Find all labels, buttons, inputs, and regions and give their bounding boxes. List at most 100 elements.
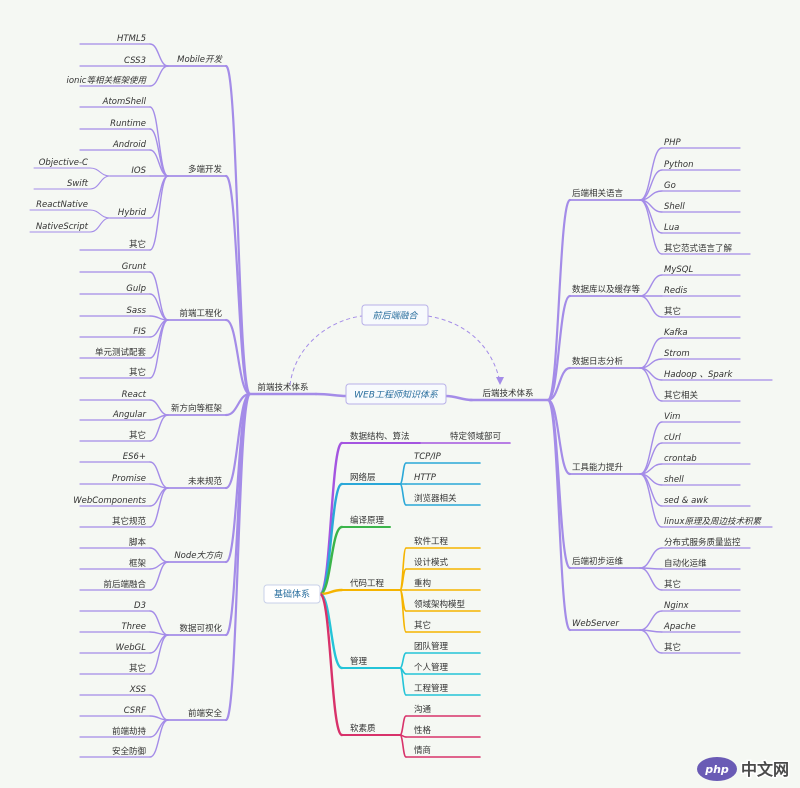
left-sub-1-3-1[interactable]: Swift — [67, 179, 89, 189]
left-group-0[interactable]: Mobile开发 — [177, 54, 223, 65]
right-leaf-1-0[interactable]: MySQL — [664, 265, 693, 275]
left-leaf-2-2[interactable]: Sass — [127, 306, 147, 316]
right-leaf-2-3[interactable]: 其它相关 — [664, 390, 699, 401]
left-leaf-5-2[interactable]: 前后端融合 — [103, 579, 146, 590]
foundation-leaf-3-2[interactable]: 重构 — [414, 578, 431, 589]
left-leaf-2-4[interactable]: 单元测试配套 — [95, 347, 147, 358]
foundation-group-0[interactable]: 数据结构、算法 — [350, 431, 410, 442]
left-leaf-7-0[interactable]: XSS — [129, 685, 147, 695]
foundation-leaf-3-3[interactable]: 领域架构模型 — [414, 599, 466, 610]
foundation-leaf-3-1[interactable]: 设计模式 — [414, 557, 449, 568]
foundation-leaf-5-0[interactable]: 沟通 — [414, 704, 432, 715]
right-leaf-4-2[interactable]: 其它 — [664, 579, 681, 590]
right-leaf-2-1[interactable]: Strom — [664, 349, 690, 359]
left-sub-1-3-0[interactable]: Objective-C — [39, 158, 88, 168]
left-group-7[interactable]: 前端安全 — [188, 708, 223, 719]
right-leaf-0-0[interactable]: PHP — [664, 138, 682, 148]
right-leaf-1-1[interactable]: Redis — [664, 286, 688, 296]
left-leaf-2-0[interactable]: Grunt — [122, 262, 147, 272]
left-leaf-1-1[interactable]: Runtime — [110, 119, 146, 129]
left-leaf-7-2[interactable]: 前端劫持 — [112, 726, 147, 737]
foundation-group-1[interactable]: 网络层 — [350, 472, 376, 483]
left-leaf-2-1[interactable]: Gulp — [126, 284, 146, 294]
left-leaf-6-2[interactable]: WebGL — [116, 643, 147, 653]
right-group-1[interactable]: 数据库以及缓存等 — [572, 284, 641, 295]
left-leaf-3-0[interactable]: React — [122, 390, 147, 400]
left-leaf-5-1[interactable]: 框架 — [129, 558, 147, 569]
right-leaf-3-4[interactable]: sed & awk — [664, 496, 709, 506]
foundation-leaf-4-0[interactable]: 团队管理 — [414, 641, 449, 652]
central-topic-box[interactable] — [345, 383, 447, 405]
left-leaf-7-1[interactable]: CSRF — [124, 706, 146, 716]
fusion-box[interactable] — [361, 304, 429, 326]
left-group-3[interactable]: 新方向等框架 — [171, 403, 223, 414]
left-root-label[interactable]: 前端技术体系 — [257, 382, 308, 393]
left-leaf-7-3[interactable]: 安全防御 — [112, 746, 146, 757]
foundation-leaf-5-2[interactable]: 情商 — [414, 745, 431, 756]
left-leaf-6-1[interactable]: Three — [121, 622, 146, 632]
foundation-group-5[interactable]: 软素质 — [350, 723, 376, 734]
left-leaf-3-2[interactable]: 其它 — [129, 430, 146, 441]
right-group-2[interactable]: 数据日志分析 — [572, 356, 624, 367]
left-leaf-1-2[interactable]: Android — [112, 140, 147, 150]
left-leaf-1-0[interactable]: AtomShell — [102, 97, 147, 107]
foundation-leaf-3-4[interactable]: 其它 — [414, 620, 431, 631]
left-group-1[interactable]: 多端开发 — [188, 164, 223, 175]
right-leaf-5-0[interactable]: Nginx — [664, 601, 690, 611]
left-leaf-0-0[interactable]: HTML5 — [117, 34, 146, 44]
left-leaf-4-2[interactable]: WebComponents — [73, 496, 146, 506]
foundation-box[interactable] — [263, 584, 321, 604]
right-leaf-5-1[interactable]: Apache — [663, 622, 696, 632]
foundation-leaf-5-1[interactable]: 性格 — [414, 725, 432, 736]
right-leaf-3-5[interactable]: linux原理及周边技术积累 — [664, 516, 763, 527]
right-leaf-3-1[interactable]: cUrl — [664, 433, 681, 443]
foundation-leaf-4-2[interactable]: 工程管理 — [414, 683, 449, 694]
right-leaf-3-0[interactable]: Vim — [664, 412, 680, 422]
foundation-group-4[interactable]: 管理 — [350, 656, 368, 667]
left-leaf-2-5[interactable]: 其它 — [129, 367, 146, 378]
right-leaf-2-2[interactable]: Hadoop 、Spark — [664, 370, 733, 380]
right-group-4[interactable]: 后端初步运维 — [572, 556, 624, 567]
right-group-5[interactable]: WebServer — [572, 619, 619, 629]
foundation-leaf-1-2[interactable]: 浏览器相关 — [414, 493, 457, 504]
foundation-leaf-1-0[interactable]: TCP/IP — [414, 452, 442, 462]
left-leaf-5-0[interactable]: 脚本 — [129, 537, 147, 548]
foundation-leaf-1-1[interactable]: HTTP — [414, 473, 437, 483]
left-leaf-0-1[interactable]: CSS3 — [124, 56, 146, 66]
right-leaf-4-1[interactable]: 自动化运维 — [664, 558, 707, 569]
right-leaf-4-0[interactable]: 分布式服务质量监控 — [664, 537, 741, 548]
foundation-leaf-4-1[interactable]: 个人管理 — [414, 662, 449, 673]
right-group-0[interactable]: 后端相关语言 — [572, 188, 624, 199]
left-leaf-4-1[interactable]: Promise — [112, 474, 146, 484]
left-group-6[interactable]: 数据可视化 — [179, 623, 222, 634]
right-leaf-5-2[interactable]: 其它 — [664, 642, 681, 653]
right-leaf-3-2[interactable]: crontab — [664, 454, 697, 464]
right-leaf-0-1[interactable]: Python — [664, 160, 693, 170]
right-group-3[interactable]: 工具能力提升 — [572, 462, 624, 473]
right-leaf-3-3[interactable]: shell — [664, 475, 684, 485]
right-leaf-1-2[interactable]: 其它 — [664, 306, 681, 317]
left-sub-1-4-1[interactable]: NativeScript — [36, 222, 89, 232]
right-leaf-0-4[interactable]: Lua — [664, 223, 679, 233]
left-leaf-1-4[interactable]: Hybrid — [118, 208, 147, 218]
left-group-4[interactable]: 未来规范 — [188, 476, 223, 487]
left-leaf-3-1[interactable]: Angular — [112, 410, 147, 420]
foundation-leaf-3-0[interactable]: 软件工程 — [414, 536, 449, 547]
right-leaf-2-0[interactable]: Kafka — [664, 328, 688, 338]
left-group-5[interactable]: Node大方向 — [174, 550, 223, 561]
left-leaf-1-5[interactable]: 其它 — [129, 239, 146, 250]
right-leaf-0-3[interactable]: Shell — [664, 202, 685, 212]
foundation-leaf-0-0[interactable]: 特定领域部可 — [450, 431, 502, 442]
foundation-group-3[interactable]: 代码工程 — [350, 578, 385, 589]
left-group-2[interactable]: 前端工程化 — [179, 308, 222, 319]
left-leaf-4-3[interactable]: 其它规范 — [112, 516, 147, 527]
foundation-group-2[interactable]: 编译原理 — [350, 515, 385, 526]
left-leaf-6-3[interactable]: 其它 — [129, 663, 146, 674]
left-leaf-0-2[interactable]: ionic等相关框架使用 — [67, 75, 148, 86]
right-leaf-0-2[interactable]: Go — [664, 181, 676, 191]
left-sub-1-4-0[interactable]: ReactNative — [36, 200, 88, 210]
right-leaf-0-5[interactable]: 其它范式语言了解 — [664, 243, 733, 254]
right-root-label[interactable]: 后端技术体系 — [482, 388, 533, 399]
left-leaf-1-3[interactable]: IOS — [131, 166, 146, 176]
left-leaf-4-0[interactable]: ES6+ — [123, 452, 146, 462]
